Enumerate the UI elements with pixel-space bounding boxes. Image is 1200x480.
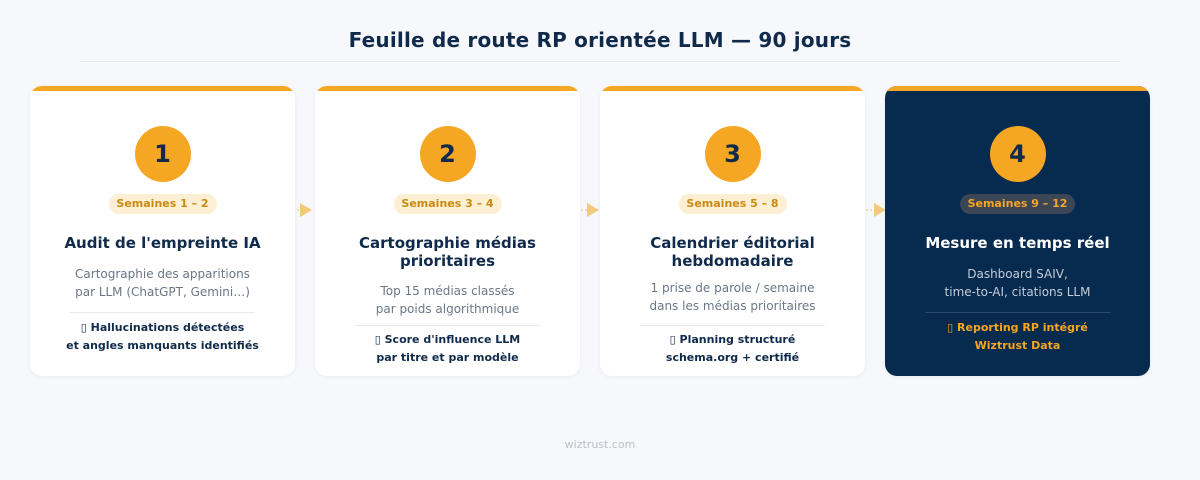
- step-outcome-line: schema.org + certifié: [665, 351, 800, 364]
- page-title: Feuille de route RP orientée LLM — 90 jo…: [348, 28, 852, 52]
- step-title: Cartographie médias prioritaires: [327, 234, 568, 270]
- card-accent-bar: [30, 86, 295, 91]
- step-title-line: Calendrier éditorial: [650, 234, 815, 252]
- step-outcome: ▯ Reporting RP intégré Wiztrust Data: [897, 319, 1138, 355]
- step-description-line: Cartographie des apparitions: [75, 267, 250, 281]
- step-title-line: hebdomadaire: [671, 252, 794, 270]
- arrow-right-icon: [297, 203, 312, 217]
- step-card-3: 3 Semaines 5 – 8 Calendrier éditorial he…: [600, 86, 865, 376]
- step-title: Calendrier éditorial hebdomadaire: [612, 234, 853, 270]
- step-outcome-line: ▯ Planning structuré: [669, 333, 796, 346]
- step-outcome-line: Wiztrust Data: [974, 339, 1061, 352]
- step-description-line: Top 15 médias classés: [380, 284, 515, 298]
- step-title-line: Mesure en temps réel: [925, 234, 1110, 252]
- step-outcome-line: par titre et par modèle: [376, 351, 519, 364]
- period-badge: Semaines 1 – 2: [108, 194, 217, 214]
- card-divider: [925, 312, 1110, 313]
- step-number-badge: 4: [989, 126, 1046, 182]
- card-accent-bar: [885, 86, 1150, 91]
- card-divider: [70, 312, 255, 313]
- step-title-line: prioritaires: [399, 252, 496, 270]
- step-description-line: par LLM (ChatGPT, Gemini…): [75, 285, 250, 299]
- step-card-2: 2 Semaines 3 – 4 Cartographie médias pri…: [315, 86, 580, 376]
- step-description: Dashboard SAIV, time-to-AI, citations LL…: [897, 265, 1138, 301]
- period-badge: Semaines 9 – 12: [959, 194, 1076, 214]
- footer-brand: wiztrust.com: [564, 438, 636, 451]
- card-accent-bar: [315, 86, 580, 91]
- step-description-line: par poids algorithmique: [375, 302, 520, 316]
- step-description: Cartographie des apparitions par LLM (Ch…: [42, 265, 283, 301]
- step-description-line: time-to-AI, citations LLM: [944, 285, 1091, 299]
- step-description-line: 1 prise de parole / semaine: [650, 281, 815, 295]
- step-title-line: Audit de l'empreinte IA: [64, 234, 261, 252]
- step-card-4: 4 Semaines 9 – 12 Mesure en temps réel D…: [885, 86, 1150, 376]
- step-description: Top 15 médias classés par poids algorith…: [327, 282, 568, 318]
- period-badge: Semaines 5 – 8: [678, 194, 787, 214]
- card-accent-bar: [600, 86, 865, 91]
- step-number-badge: 3: [704, 126, 761, 182]
- step-description-line: dans les médias prioritaires: [649, 299, 816, 313]
- card-divider: [640, 325, 825, 326]
- step-title: Audit de l'empreinte IA: [42, 234, 283, 252]
- arrow-right-icon: [866, 203, 886, 217]
- step-title: Mesure en temps réel: [897, 234, 1138, 252]
- title-divider: [80, 61, 1120, 62]
- step-card-1: 1 Semaines 1 – 2 Audit de l'empreinte IA…: [30, 86, 295, 376]
- card-divider: [355, 325, 540, 326]
- step-outcome: ▯ Score d'influence LLM par titre et par…: [327, 331, 568, 367]
- step-outcome: ▯ Hallucinations détectées et angles man…: [42, 319, 283, 355]
- step-title-line: Cartographie médias: [359, 234, 536, 252]
- step-outcome: ▯ Planning structuré schema.org + certif…: [612, 331, 853, 367]
- arrow-right-icon: [581, 203, 599, 217]
- step-number-badge: 1: [134, 126, 191, 182]
- step-description-line: Dashboard SAIV,: [967, 267, 1068, 281]
- step-outcome-line: ▯ Score d'influence LLM: [374, 333, 521, 346]
- step-outcome-line: ▯ Hallucinations détectées: [80, 321, 245, 334]
- period-badge: Semaines 3 – 4: [393, 194, 502, 214]
- step-number-badge: 2: [419, 126, 476, 182]
- step-outcome-line: et angles manquants identifiés: [66, 339, 259, 352]
- step-outcome-line: ▯ Reporting RP intégré: [947, 321, 1088, 334]
- step-description: 1 prise de parole / semaine dans les méd…: [612, 279, 853, 315]
